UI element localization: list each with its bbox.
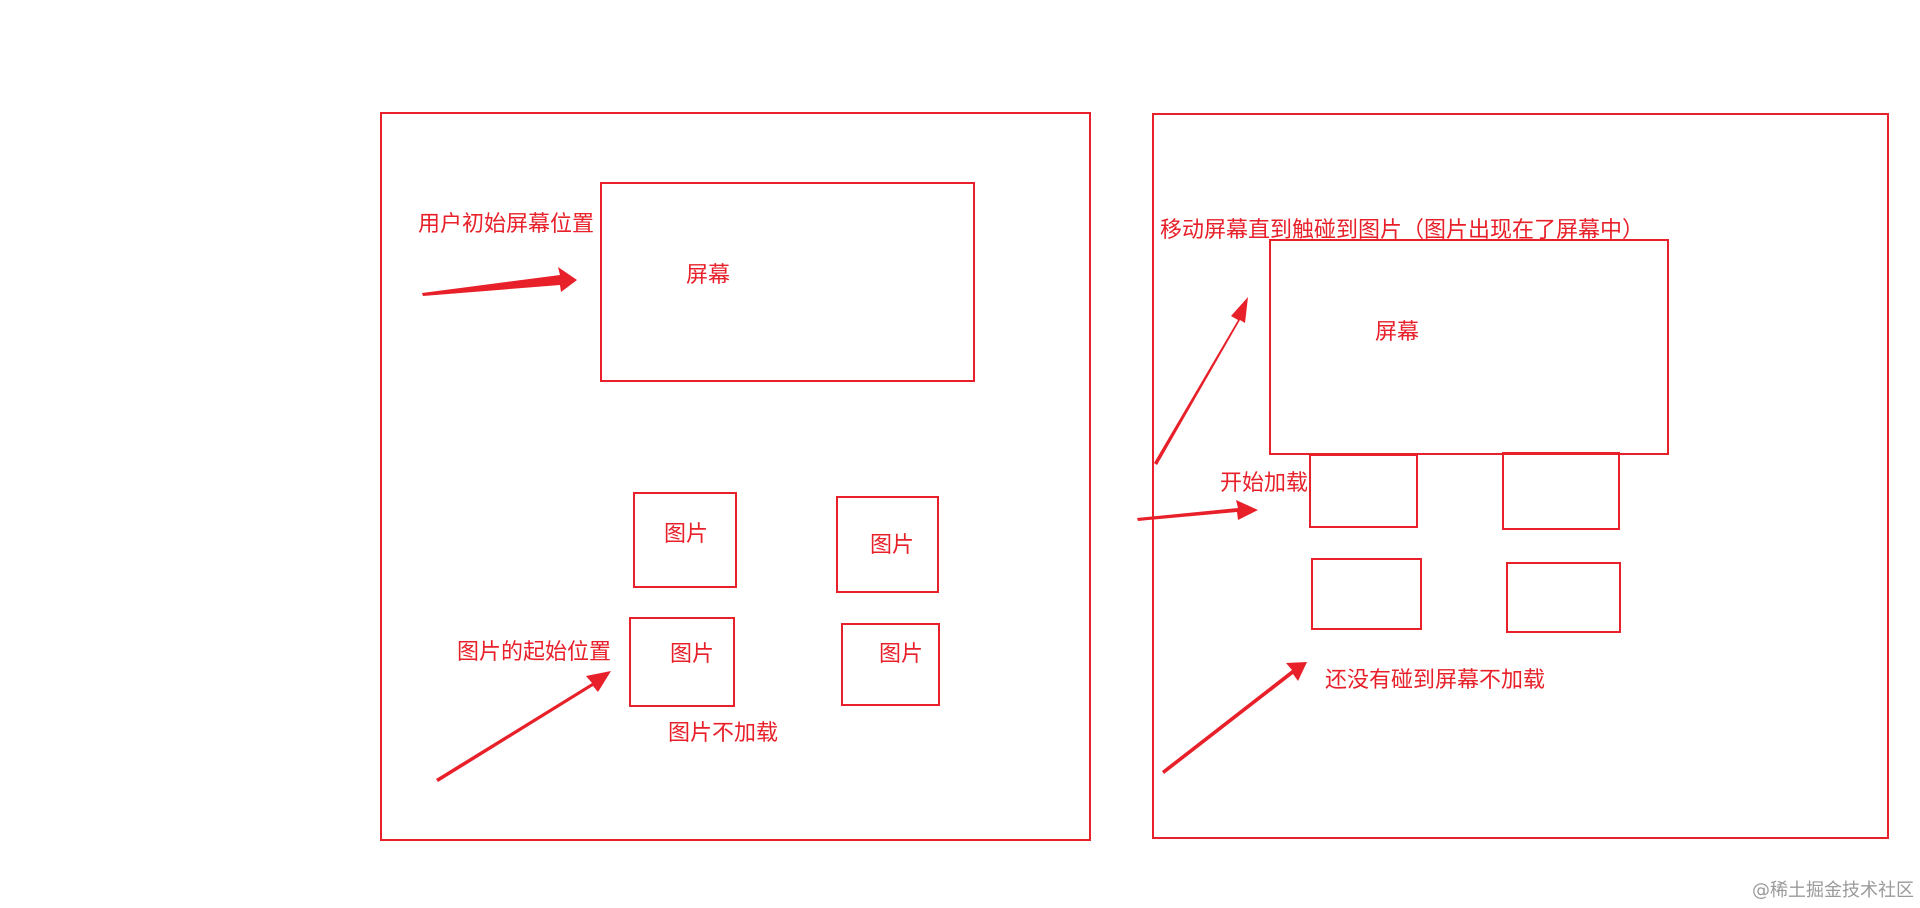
user-initial-arrow — [422, 267, 577, 296]
image-start-arrow — [436, 671, 611, 782]
left-image-box-3 — [629, 617, 735, 707]
right-image-box-2 — [1502, 452, 1620, 530]
left-panel-frame — [380, 112, 1091, 841]
move-screen-arrow — [1154, 297, 1248, 465]
left-screen-box — [600, 182, 975, 382]
left-screen-label: 屏幕 — [686, 263, 730, 288]
move-screen-label: 移动屏幕直到触碰到图片（图片出现在了屏幕中） — [1160, 218, 1644, 243]
left-image-label-3: 图片 — [670, 642, 714, 667]
right-screen-label: 屏幕 — [1375, 320, 1419, 345]
not-touched-label: 还没有碰到屏幕不加载 — [1325, 668, 1545, 693]
not-touched-arrow — [1162, 662, 1307, 774]
left-image-box-2 — [836, 496, 939, 593]
left-image-box-1 — [633, 492, 737, 588]
watermark: @稀土掘金技术社区 — [1752, 880, 1914, 901]
start-loading-arrow — [1137, 500, 1258, 521]
right-screen-box — [1269, 239, 1669, 455]
right-panel-frame — [1152, 113, 1889, 839]
user-initial-screen-label: 用户初始屏幕位置 — [418, 212, 594, 237]
left-image-box-4 — [841, 623, 940, 706]
right-image-box-4 — [1506, 562, 1621, 633]
image-start-position-label: 图片的起始位置 — [457, 640, 611, 665]
left-image-label-1: 图片 — [664, 522, 708, 547]
right-image-box-3 — [1311, 558, 1422, 630]
start-loading-label: 开始加载 — [1220, 471, 1308, 496]
left-image-label-2: 图片 — [870, 533, 914, 558]
left-image-label-4: 图片 — [879, 642, 923, 667]
image-not-load-label: 图片不加载 — [668, 721, 778, 746]
right-image-box-1 — [1309, 454, 1418, 528]
